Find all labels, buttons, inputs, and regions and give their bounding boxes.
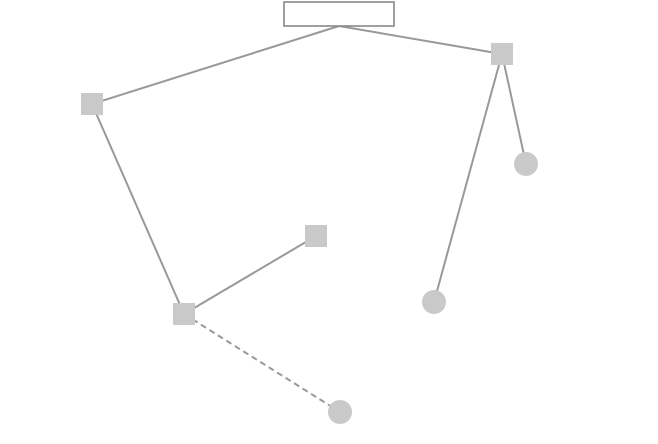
nodes-layer xyxy=(81,1,538,424)
edge-n-left-to-n-lower-left xyxy=(91,103,185,315)
circle-node-n-right-leaf-2 xyxy=(422,290,446,314)
circle-node-n-right-leaf-1 xyxy=(514,152,538,176)
edges-layer xyxy=(91,25,527,413)
circle-node-n-bottom-leaf xyxy=(328,400,352,424)
square-node-n-lower-left xyxy=(173,303,195,325)
square-node-n-left xyxy=(81,93,103,115)
edge-n-lower-left-to-n-middle xyxy=(183,235,317,315)
root-node-box xyxy=(283,1,395,27)
square-node-n-right xyxy=(491,43,513,65)
edge-root-to-n-left xyxy=(91,25,340,105)
edge-n-right-to-n-right-leaf-1 xyxy=(501,53,527,165)
edge-root-to-n-right xyxy=(338,25,503,55)
edge-n-right-to-n-right-leaf-2 xyxy=(433,53,503,303)
square-node-n-middle xyxy=(305,225,327,247)
edge-n-lower-left-to-n-bottom-leaf xyxy=(183,313,341,413)
